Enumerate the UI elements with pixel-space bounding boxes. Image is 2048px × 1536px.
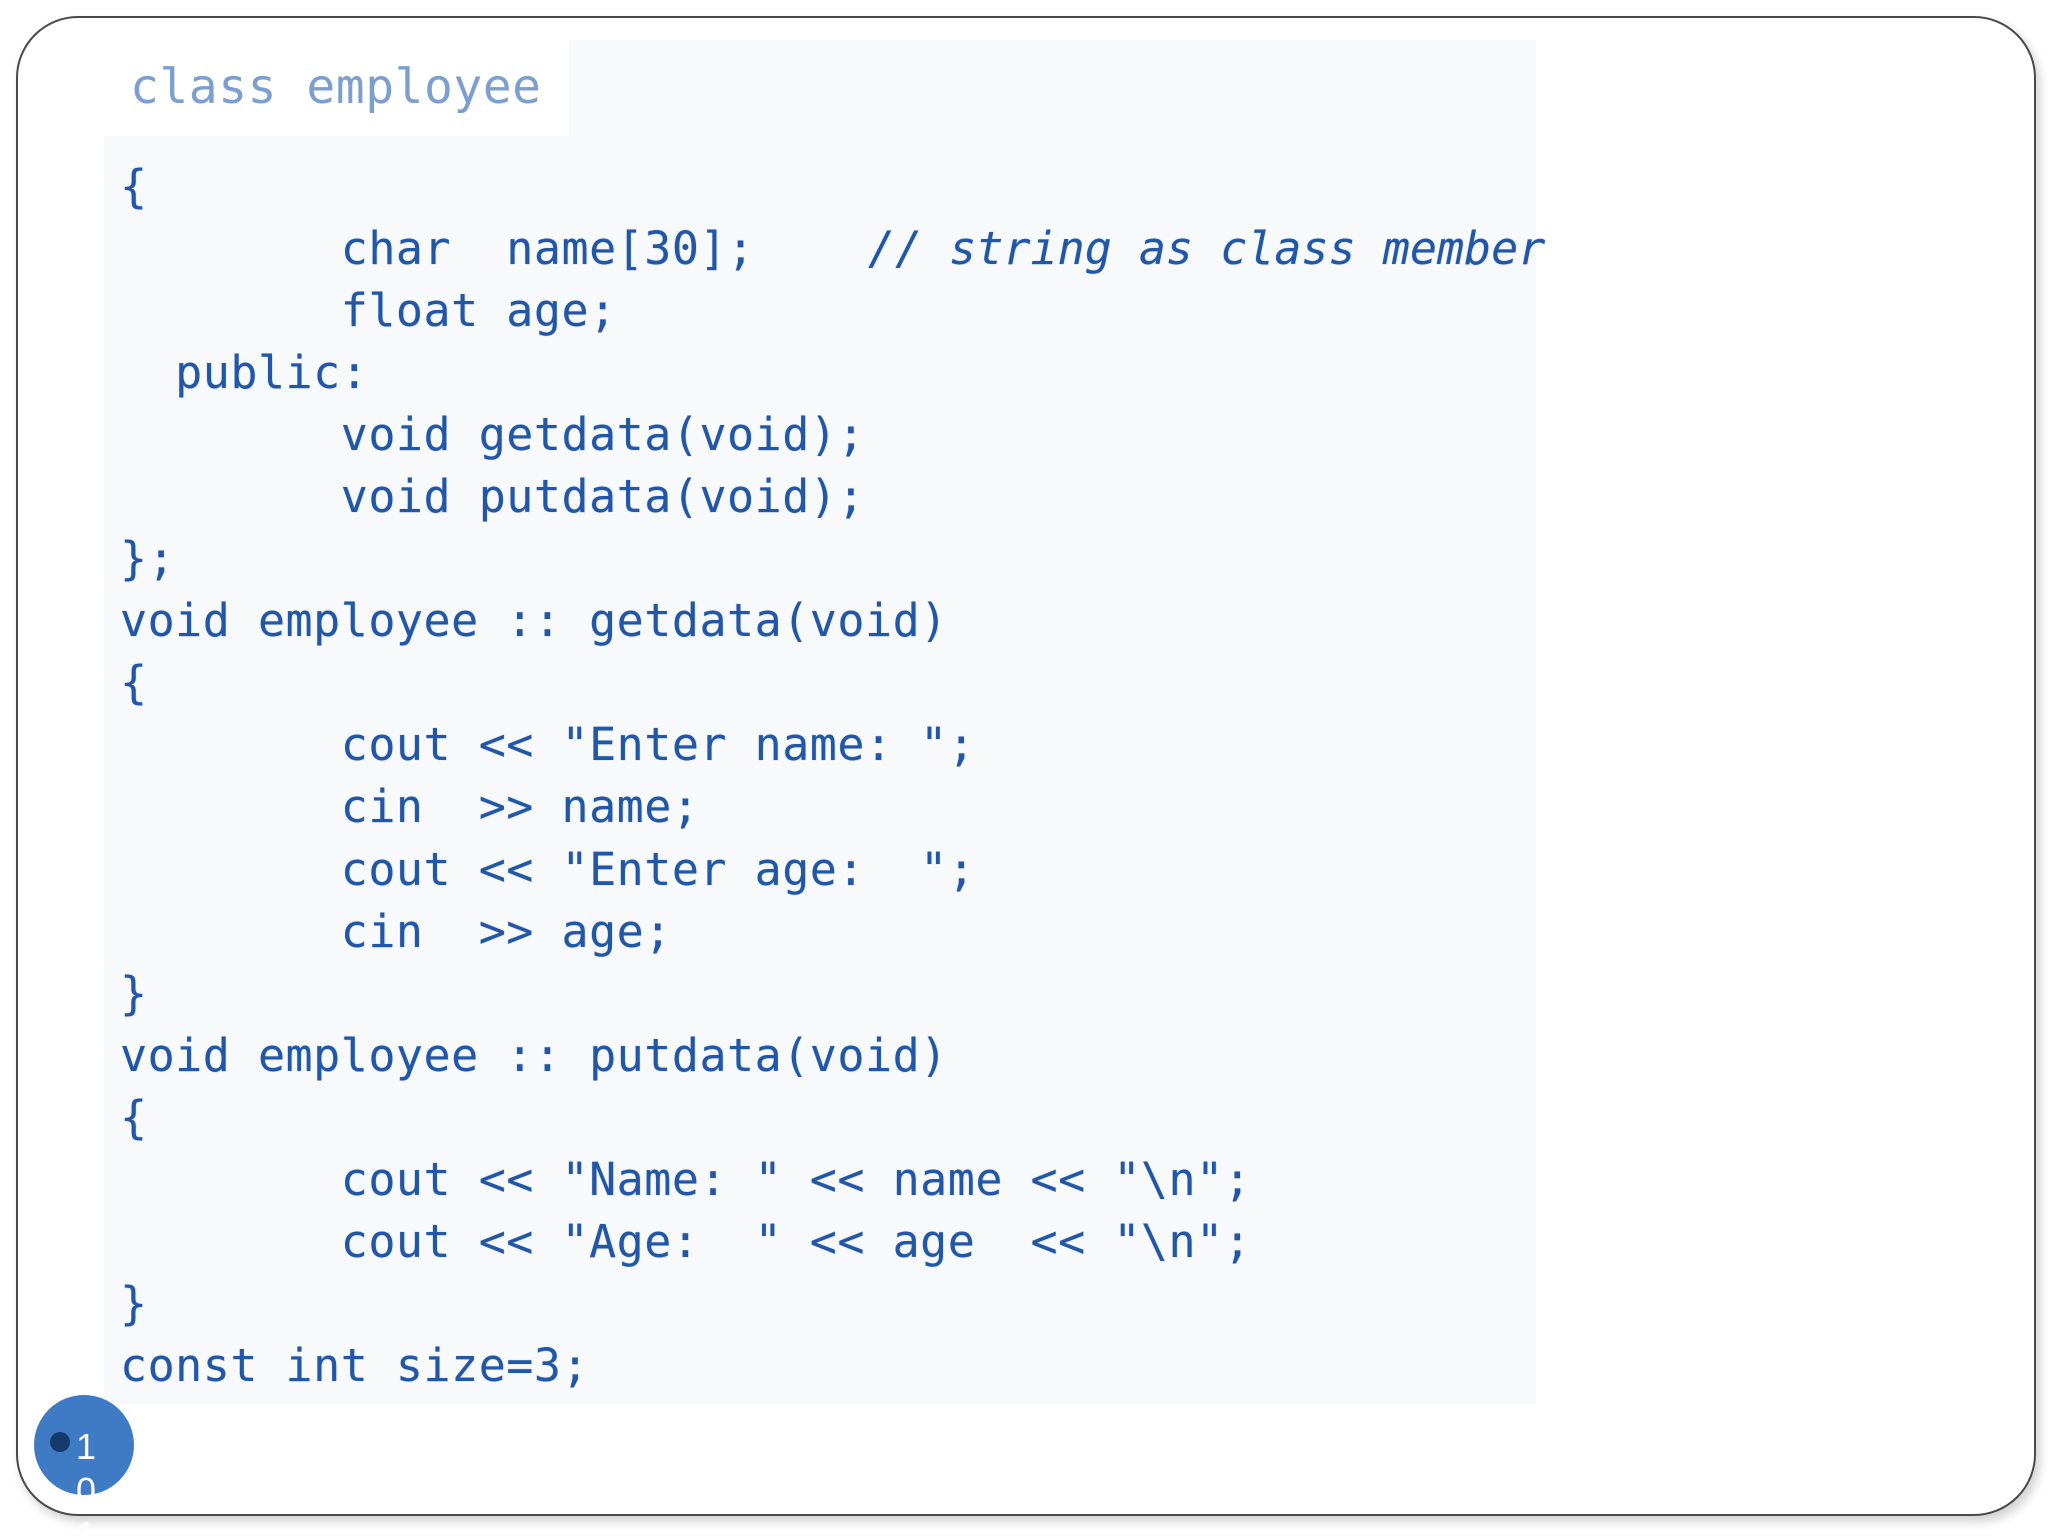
code-image [104, 40, 1536, 1405]
code-comment: // string as class member [868, 222, 1546, 275]
page-number: 101 [76, 1426, 97, 1536]
code-line-3: float age; [120, 284, 617, 337]
code-line-15: void employee :: putdata(void) [120, 1029, 948, 1082]
code-line-2: char name[30]; [120, 222, 755, 275]
code-line-14: } [120, 967, 148, 1020]
code-line-17: cout << "Name: " << name << "\n"; [120, 1153, 1252, 1206]
code-line-9: { [120, 656, 148, 709]
code-line-7: }; [120, 532, 176, 585]
code-line-18: cout << "Age: " << age << "\n"; [120, 1215, 1252, 1268]
code-line-13: cin >> age; [120, 905, 672, 958]
code-line-16: { [120, 1091, 148, 1144]
code-line-4: public: [120, 346, 369, 399]
code-line-11: cin >> name; [120, 780, 700, 833]
code-header-line: class employee [130, 59, 542, 115]
code-line-8: void employee :: getdata(void) [120, 594, 948, 647]
code-line-20: const int size=3; [120, 1339, 590, 1392]
code-line-19: } [120, 1277, 148, 1330]
code-line-5: void getdata(void); [120, 408, 865, 461]
bullet-icon [50, 1432, 70, 1452]
code-header-strip [104, 40, 569, 136]
code-line-12: cout << "Enter age: "; [120, 843, 976, 896]
code-line-6: void putdata(void); [120, 470, 865, 523]
code-line-10: cout << "Enter name: "; [120, 718, 976, 771]
code-line-1: { [120, 160, 148, 213]
